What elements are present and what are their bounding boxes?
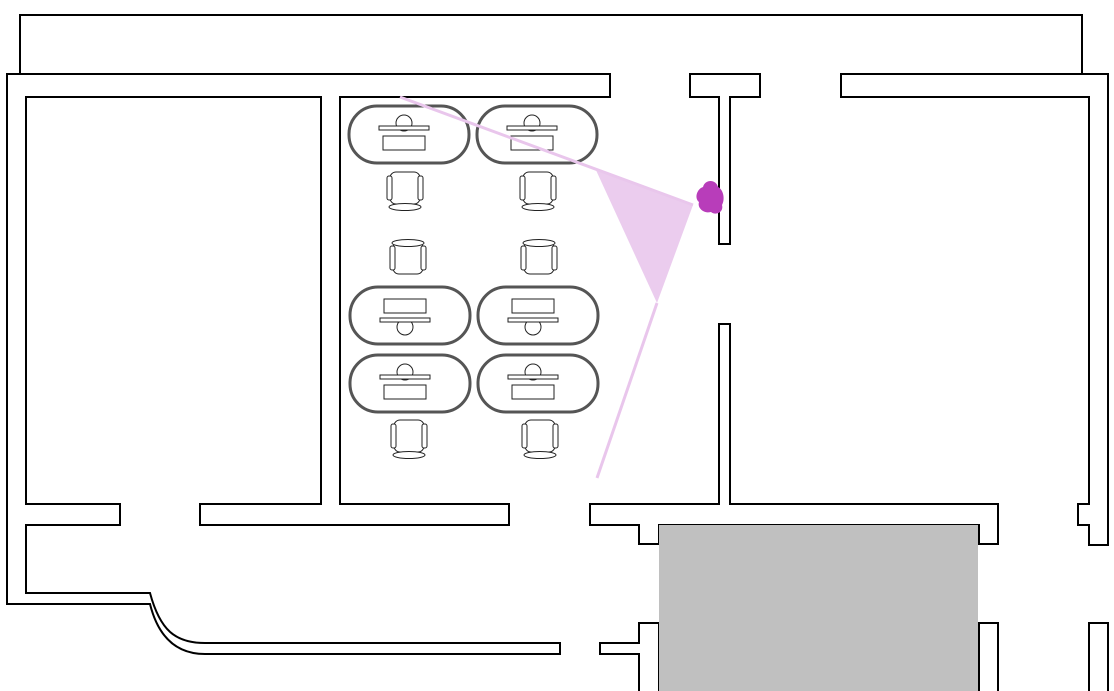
chair-back <box>523 451 557 459</box>
desk <box>476 285 600 346</box>
chair-arm <box>389 245 396 271</box>
chair-icon <box>386 171 424 211</box>
blocked-area <box>659 525 978 691</box>
chair-icon <box>389 239 427 275</box>
chair-seat <box>393 419 425 453</box>
desk-outline <box>347 104 471 165</box>
monitor <box>379 317 431 323</box>
chair-seat <box>522 171 554 205</box>
desk <box>347 104 471 165</box>
keyboard <box>383 384 427 400</box>
chair-back <box>521 203 555 211</box>
chair-arm <box>421 423 428 449</box>
chair-icon <box>521 419 559 459</box>
chair-arm <box>550 175 557 201</box>
chair-arm <box>520 245 527 271</box>
keyboard <box>382 135 426 151</box>
top-outline <box>19 14 1083 74</box>
desk <box>348 353 472 414</box>
bottom-left-stub <box>599 622 660 691</box>
center-lower-wall <box>589 323 999 545</box>
chair-arm <box>551 245 558 271</box>
view-ray-right <box>595 302 659 479</box>
desk <box>348 285 472 346</box>
desk-outline <box>348 353 472 414</box>
chair-back <box>522 239 556 247</box>
chair-icon <box>519 171 557 211</box>
chair-back <box>391 239 425 247</box>
view-cone <box>399 95 694 479</box>
chair-arm <box>519 175 526 201</box>
chair-icon <box>520 239 558 275</box>
chair-arm <box>552 423 559 449</box>
keyboard <box>511 298 555 314</box>
keyboard <box>510 135 554 151</box>
center-top-wall <box>689 73 761 245</box>
chair-seat <box>389 171 421 205</box>
desk-outline <box>348 285 472 346</box>
desk-outline <box>476 353 600 414</box>
monitor <box>507 317 559 323</box>
monitor <box>379 374 431 380</box>
desks <box>347 104 600 459</box>
desk-outline <box>475 104 599 165</box>
agent-blob-icon[interactable] <box>696 181 724 214</box>
monitor <box>506 125 558 131</box>
desk <box>475 104 599 165</box>
chair-arm <box>417 175 424 201</box>
chair-seat <box>524 419 556 453</box>
right-wall-block <box>840 73 1109 546</box>
view-cone-fill <box>595 168 693 303</box>
keyboard <box>383 298 427 314</box>
chair-arm <box>386 175 393 201</box>
left-wall-block <box>6 73 611 655</box>
chair-arm <box>521 423 528 449</box>
bottom-mid-stub <box>978 622 999 691</box>
chair-back <box>388 203 422 211</box>
chair-back <box>392 451 426 459</box>
bottom-right-stub <box>1088 622 1109 691</box>
chair-arm <box>420 245 427 271</box>
desk <box>476 353 600 414</box>
chair-icon <box>390 419 428 459</box>
keyboard <box>511 384 555 400</box>
chair-arm <box>390 423 397 449</box>
monitor <box>507 374 559 380</box>
desk-outline <box>476 285 600 346</box>
monitor <box>378 125 430 131</box>
